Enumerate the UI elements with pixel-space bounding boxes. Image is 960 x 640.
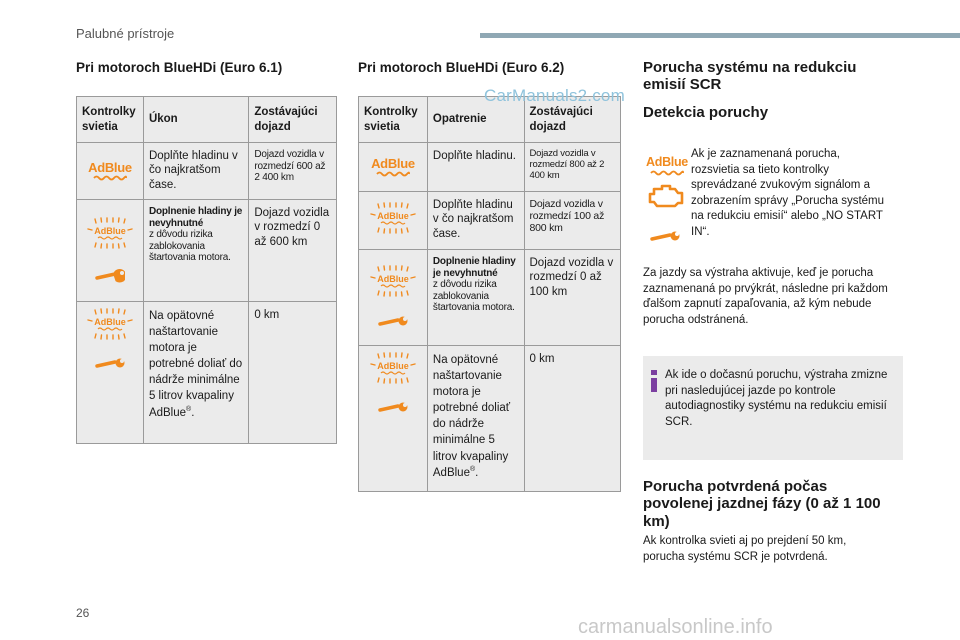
table62: Kontrolky svietia Opatrenie Zostávajúci … [358, 96, 621, 492]
adblue-icon: AdBlue [646, 153, 688, 176]
svg-text:AdBlue: AdBlue [377, 274, 409, 284]
table62-header-action: Opatrenie [426, 96, 525, 143]
warning-activation-text: Za jazdy sa výstraha aktivuje, keď je po… [643, 267, 888, 326]
svg-text:AdBlue: AdBlue [377, 211, 409, 221]
adblue-flashing-icon: AdBlue [87, 217, 133, 250]
fault-detection-title: Detekcia poruchy [643, 104, 769, 121]
wrench-icon [95, 268, 125, 283]
table62-row2-range: Dojazd vozidla v rozmedzí 100 až 800 km [523, 191, 621, 250]
table61-row1-action: Doplňte hladinu v čo najkratšom čase. [142, 142, 250, 200]
info-text: Ak ide o dočasnú poruchu, výstraha zmizn… [665, 369, 888, 428]
wrench-icon [95, 358, 125, 369]
table61-row2-action: Doplnenie hladiny je nevyhnutné z dôvodu… [142, 199, 250, 302]
table62-row4-action: Na opätovné naštartovanie motora je potr… [426, 345, 525, 492]
info-box: Ak ide o dočasnú poruchu, výstraha zmizn… [643, 356, 903, 460]
table61-title: Pri motoroch BlueHDi (Euro 6.1) [76, 60, 283, 75]
table62-row1-icons: AdBlue [358, 142, 428, 192]
table61-header-lights: Kontrolky svietia [76, 96, 144, 143]
table62-header-lights: Kontrolky svietia [358, 96, 428, 143]
wrench-icon [378, 316, 408, 326]
table61-row2-icons: AdBlue [76, 199, 144, 302]
table61-row3-range: 0 km [248, 301, 337, 444]
watermark-top: CarManuals2.com [484, 86, 625, 105]
wrench-icon [378, 402, 408, 413]
table61: Kontrolky svietia Úkon Zostávajúci dojaz… [76, 96, 337, 444]
detection-text: Ak je zaznamenaná porucha, rozsvietia sa… [691, 148, 885, 238]
confirmed-fault-title: Porucha potvrdená počas povolenej jazdne… [643, 478, 881, 530]
table62-row3-action: Doplnenie hladiny je nevyhnutné z dôvodu… [426, 249, 525, 346]
page-number: 26 [76, 606, 90, 620]
confirmed-fault-text: Ak kontrolka svieti aj po prejdení 50 km… [643, 535, 847, 563]
adblue-flashing-icon: AdBlue [370, 352, 416, 384]
table62-row4-range: 0 km [523, 345, 621, 492]
svg-text:AdBlue: AdBlue [94, 317, 126, 327]
table62-title: Pri motoroch BlueHDi (Euro 6.2) [358, 60, 565, 75]
watermark-bottom: carmanualsonline.info [578, 616, 773, 638]
table62-row3-icons: AdBlue [358, 249, 428, 346]
table62-row3-range: Dojazd vozidla v rozmedzí 0 až 100 km [523, 249, 621, 346]
table61-header-range: Zostávajúci dojazd [248, 96, 337, 143]
table62-row3-action-text: z dôvodu rizika zablokovania štartovania… [432, 279, 515, 313]
table61-header-action: Úkon [142, 96, 250, 143]
header-bar [480, 33, 960, 38]
table62-row2-icons: AdBlue [358, 191, 428, 250]
svg-text:AdBlue: AdBlue [94, 226, 126, 236]
table61-row2-action-text: z dôvodu rizika zablokovania štartovania… [148, 229, 231, 263]
table62-row2-action: Doplňte hladinu v čo najkratšom čase. [426, 191, 525, 250]
engine-check-icon [648, 184, 684, 208]
adblue-icon: AdBlue [88, 161, 132, 181]
table62-row3-action-bold: Doplnenie hladiny je nevyhnutné [432, 256, 516, 279]
table62-row4-icons: AdBlue [358, 345, 428, 492]
wrench-icon [650, 231, 680, 241]
header-title: Palubné prístroje [76, 26, 175, 41]
table61-row1-range: Dojazd vozidla v rozmedzí 600 až 2 400 k… [248, 142, 337, 200]
table62-row1-action: Doplňte hladinu. [426, 142, 525, 192]
svg-text:AdBlue: AdBlue [377, 361, 409, 371]
adblue-flashing-icon: AdBlue [370, 265, 416, 298]
adblue-icon: AdBlue [371, 157, 415, 177]
scr-fault-title: Porucha systému na redukciu emisií SCR [643, 59, 857, 94]
table61-row3-action: Na opätovné naštartovanie motora je potr… [142, 301, 250, 444]
table61-row2-action-bold: Doplnenie hladiny je nevyhnutné [148, 206, 243, 229]
adblue-flashing-icon: AdBlue [370, 202, 416, 235]
adblue-flashing-icon: AdBlue [87, 308, 133, 340]
table61-row3-icons: AdBlue [76, 301, 144, 444]
table61-row2-range: Dojazd vozidla v rozmedzí 0 až 600 km [248, 199, 337, 302]
table62-row1-range: Dojazd vozidla v rozmedzí 800 až 2 400 k… [523, 142, 621, 192]
info-icon [651, 370, 657, 392]
table61-row1-icons: AdBlue [76, 142, 144, 200]
table62-header-range: Zostávajúci dojazd [523, 96, 621, 143]
